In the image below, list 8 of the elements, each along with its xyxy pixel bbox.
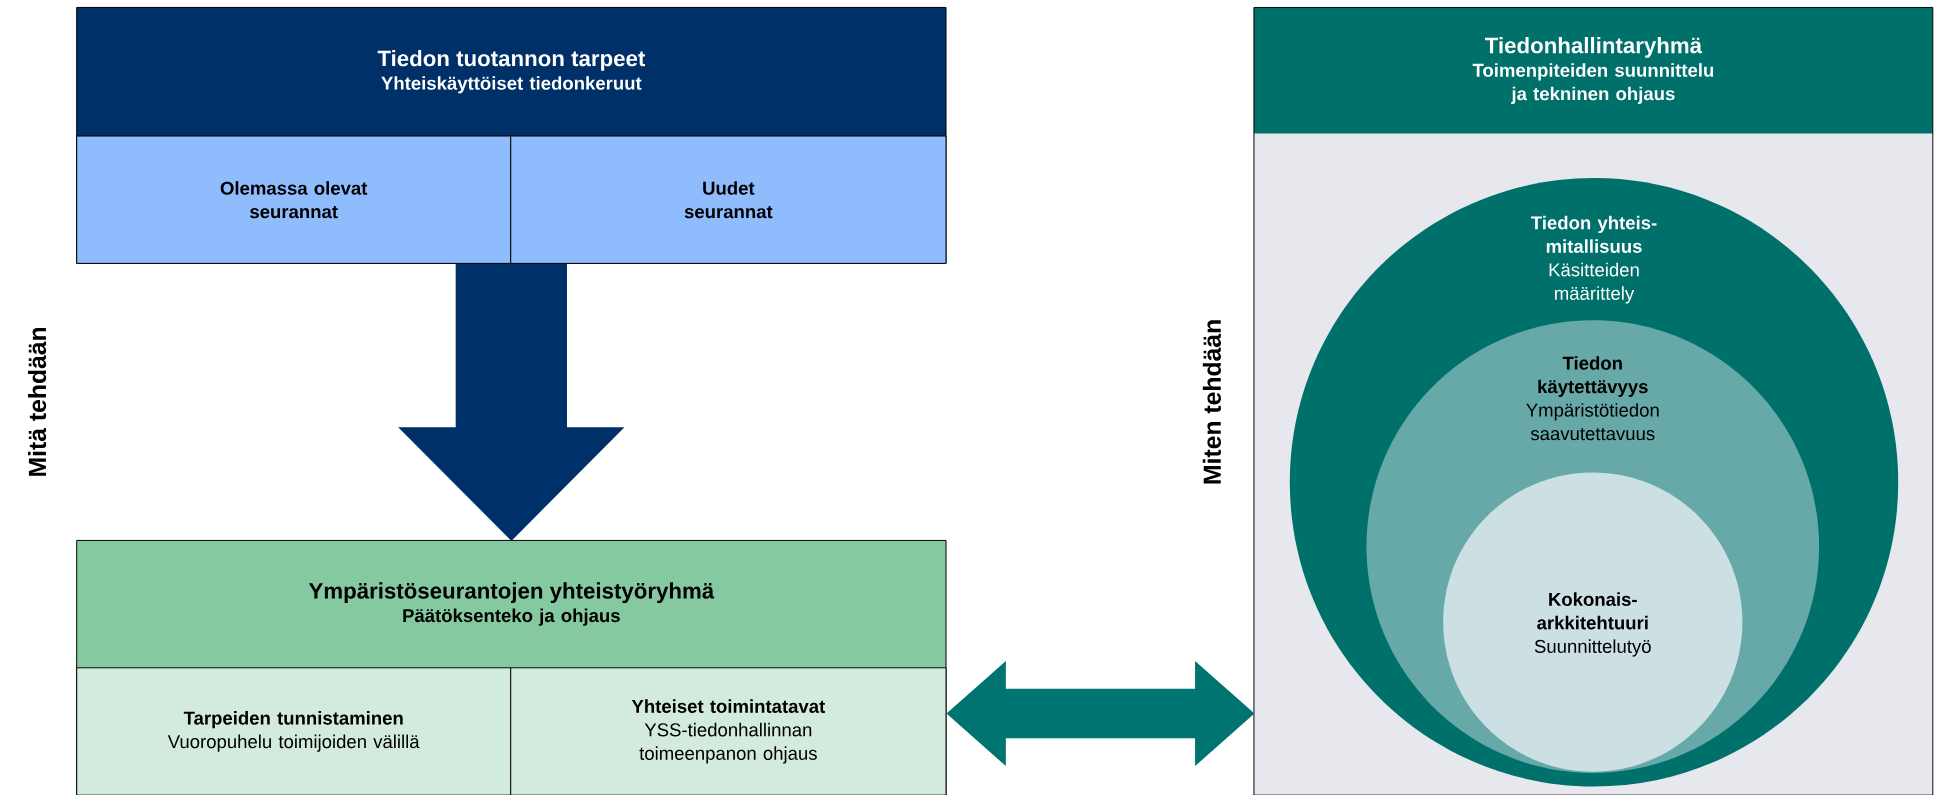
cell: Yhteiset toimintatavat YSS-tiedonhallinnan toimeenpanon ohjaus (510, 667, 947, 795)
side-label: Mitä tehdään (28, 327, 47, 476)
block-arrow (398, 263, 625, 541)
cell: Uudet seurannat (510, 135, 947, 264)
side-label: Miten tehdään (1202, 320, 1221, 484)
cell: Tarpeiden tunnistaminen Vuoropuhelu toimijoiden välillä (76, 667, 512, 795)
block-arrow (946, 660, 1255, 767)
cell: Olemassa olevat seurannat (76, 135, 512, 264)
